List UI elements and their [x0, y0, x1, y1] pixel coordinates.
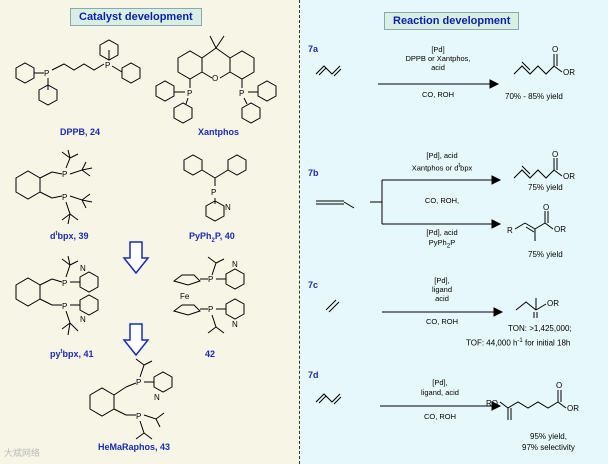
conditions-7c-below: CO, ROH [425, 317, 459, 326]
product-7b-linear-o: O [552, 150, 558, 159]
conditions-7b-lower1: [Pd], acid [426, 228, 458, 237]
ferrocene-p1-label: P [208, 275, 213, 284]
panel-divider [299, 0, 300, 464]
conditions-7c-3: acid [435, 294, 449, 303]
dtbpx-structure: P P [15, 149, 93, 225]
butadiene-7a [315, 65, 342, 77]
conditions-7c-1: [Pd], [434, 276, 450, 285]
reaction-7b-id: 7b [308, 168, 319, 178]
hemaraphos-structure: P N P [89, 358, 173, 440]
conditions-7b-lower2: PyPh2P [428, 238, 456, 250]
product-7a-o: O [552, 45, 558, 54]
pyph2p-structure: P N [183, 154, 247, 222]
hemaraphos-p1-label: P [136, 378, 141, 387]
conditions-7b-1: [Pd], acid [426, 151, 458, 160]
dppb-p2-label: P [105, 61, 110, 70]
conditions-7c-2: ligand [431, 285, 453, 294]
down-arrow-icon [122, 323, 150, 357]
xantphos-p2-label: P [239, 89, 244, 98]
conditions-7d-2: ligand, acid [421, 388, 459, 397]
product-7b-branched-o: O [543, 203, 549, 212]
ferrocene-ligand-structure: Fe P N P N [172, 256, 245, 334]
ferrocene-n2-label: N [232, 320, 238, 329]
selectivity-7d: 97% selectivity [522, 443, 575, 452]
pytbpx-p2-label: P [62, 302, 67, 311]
yield-7b-top: 75% yield [528, 183, 563, 192]
ferrocene-label: 42 [205, 349, 216, 359]
watermark: 大斌网络 [4, 448, 41, 458]
pyph2p-label: PyPh2P, 40 [189, 231, 235, 244]
conditions-7b-mid: CO, ROH, [424, 196, 460, 205]
butadiene-7d [315, 393, 342, 405]
arrow-7d [380, 401, 502, 411]
pytbpx-p1-label: P [62, 279, 67, 288]
tof-7c: TOF: 44,000 h-1 for initial 18h [466, 338, 571, 348]
xantphos-p1-label: P [187, 89, 192, 98]
conditions-7d-below: CO, ROH [423, 412, 457, 421]
pytbpx-n2-label: N [80, 315, 86, 324]
xantphos-o-label: O [212, 74, 218, 83]
ton-7c: TON: >1,425,000; [508, 324, 572, 333]
product-7b-branched: R O OR [507, 203, 566, 241]
pyph2p-n-label: N [225, 203, 231, 212]
xantphos-structure: O P P [155, 35, 277, 124]
down-arrow-icon [122, 241, 150, 275]
xantphos-label: Xantphos [198, 127, 240, 137]
dppb-structure: P P [15, 39, 141, 106]
reaction-7d-id: 7d [308, 370, 319, 380]
product-7d-ro: RO [486, 399, 498, 408]
pytbpx-n1-label: N [80, 264, 86, 273]
butadiene-isomer-7b [316, 200, 355, 209]
ethylene-7c [325, 299, 340, 313]
conditions-7d-1: [Pd], [432, 378, 448, 387]
conditions-7a-1: [Pd] [431, 45, 445, 54]
hemaraphos-label: HeMaRaphos, 43 [98, 442, 171, 452]
dppb-label: DPPB, 24 [60, 127, 101, 137]
product-7d-or: OR [567, 404, 579, 413]
pytbpx-label: pytbpx, 41 [50, 349, 94, 359]
product-7a: O OR [513, 45, 575, 77]
conditions-7a-3: acid [431, 63, 445, 72]
conditions-7b-2: Xantphos or dtbpx [411, 162, 473, 173]
product-7b-branched-r: R [507, 226, 513, 235]
ferrocene-p2-label: P [208, 305, 213, 314]
ferrocene-n1-label: N [232, 260, 238, 269]
ferrocene-fe-label: Fe [180, 292, 190, 301]
hemaraphos-n-label: N [154, 393, 160, 402]
product-7b-linear: O OR [513, 150, 575, 181]
catalyst-header: Catalyst development [70, 8, 202, 26]
pyph2p-p-label: P [211, 188, 216, 197]
product-7d: RO O OR [486, 381, 579, 420]
product-7c-or: OR [547, 299, 559, 308]
arrow-7c [382, 307, 504, 317]
product-7b-branched-or: OR [554, 225, 566, 234]
product-7a-or: OR [563, 68, 575, 77]
conditions-7a-below: CO, ROH [421, 90, 455, 99]
conditions-7a-2: DPPB or Xantphos, [405, 54, 471, 63]
product-7b-linear-or: OR [563, 172, 575, 181]
hemaraphos-p2-label: P [136, 412, 141, 421]
yield-7d: 95% yield, [530, 432, 567, 441]
product-7c: OR [515, 298, 559, 318]
arrow-7a [378, 79, 500, 89]
reaction-header: Reaction development [384, 12, 520, 30]
pytbpx-structure: P N P N [15, 255, 99, 336]
reaction-7a-id: 7a [308, 44, 319, 54]
dtbpx-label: dtbpx, 39 [50, 231, 89, 241]
catalyst-panel: Catalyst development P P DPPB, 24 [0, 0, 300, 464]
yield-7a: 70% - 85% yield [505, 92, 563, 101]
dtbpx-p1-label: P [62, 170, 67, 179]
dppb-p1-label: P [44, 69, 49, 78]
reaction-7c-id: 7c [308, 280, 319, 290]
branch-arrow-7b [370, 175, 502, 229]
dtbpx-p2-label: P [62, 193, 67, 202]
yield-7b-bottom: 75% yield [528, 250, 563, 259]
reaction-panel: Reaction development 7a [Pd] DPPB or Xan… [300, 0, 608, 464]
product-7d-o: O [556, 381, 562, 390]
